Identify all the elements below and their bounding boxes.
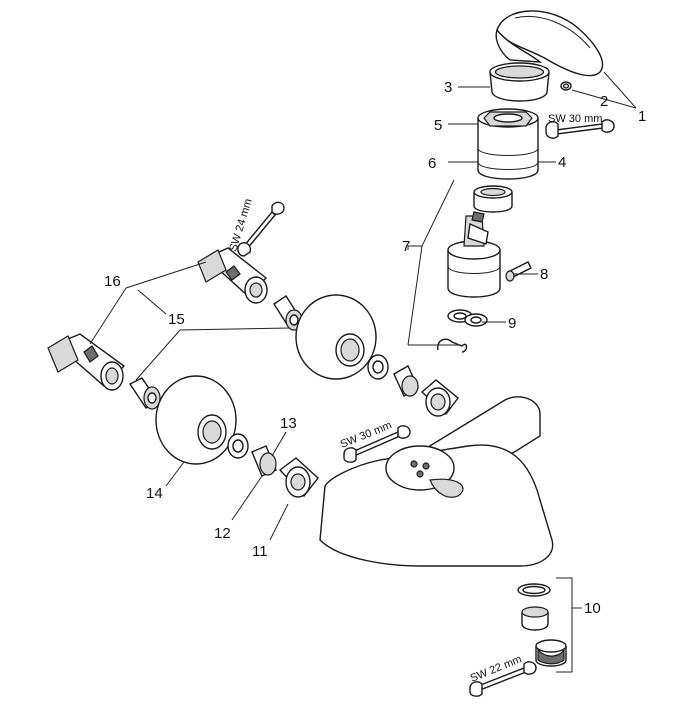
callout-1: 1 [638, 108, 646, 125]
wrench-sw30-mid-icon [343, 425, 411, 463]
part-10-aerator [517, 583, 567, 667]
faucet-body [319, 396, 554, 567]
callout-15: 15 [168, 311, 185, 328]
part-9-seals [437, 309, 488, 353]
callout-11: 11 [252, 543, 268, 560]
part-16-upper-eccentric [197, 247, 268, 304]
part-13-adapter [251, 445, 277, 477]
callout-16: 16 [104, 273, 121, 290]
wrench-label-sw30-top: SW 30 mm [548, 113, 602, 125]
part-12-washer [227, 433, 249, 459]
callout-10: 10 [584, 600, 601, 617]
callout-8: 8 [540, 266, 548, 283]
wrench-sw24-icon [237, 201, 285, 257]
upper-adapter [393, 365, 419, 397]
callout-7: 7 [402, 238, 410, 255]
callout-labels: 1 2 3 4 5 6 7 8 9 10 11 12 13 14 15 16 [104, 79, 646, 617]
callout-3: 3 [444, 79, 452, 96]
callout-5: 5 [434, 117, 442, 134]
part-15-lower-nipple [128, 377, 161, 410]
part-14-rosette [155, 375, 237, 465]
part-1-lever-handle [495, 10, 604, 77]
callout-12: 12 [214, 525, 231, 542]
wrench-sw30-top-icon [545, 119, 615, 139]
leader-lines [89, 71, 637, 673]
part-4-5-6-housing [477, 108, 539, 180]
part-11-union-nut [278, 457, 319, 498]
part-3-cover-ring [489, 62, 550, 102]
upper-washer [367, 354, 389, 380]
wrench-sw22-icon [469, 661, 537, 697]
callout-13: 13 [280, 415, 297, 432]
part-16-lower-eccentric [47, 333, 126, 391]
callout-14: 14 [146, 485, 163, 502]
part-7-cartridge-nut [473, 185, 513, 213]
callout-2: 2 [600, 93, 608, 110]
callout-6: 6 [428, 155, 436, 172]
callout-4: 4 [558, 154, 566, 171]
upper-union-nut [420, 379, 459, 417]
part-2-grub-screw [560, 81, 572, 91]
callout-9: 9 [508, 315, 516, 332]
part-8-cartridge [447, 211, 532, 298]
upper-rosette [295, 294, 377, 380]
